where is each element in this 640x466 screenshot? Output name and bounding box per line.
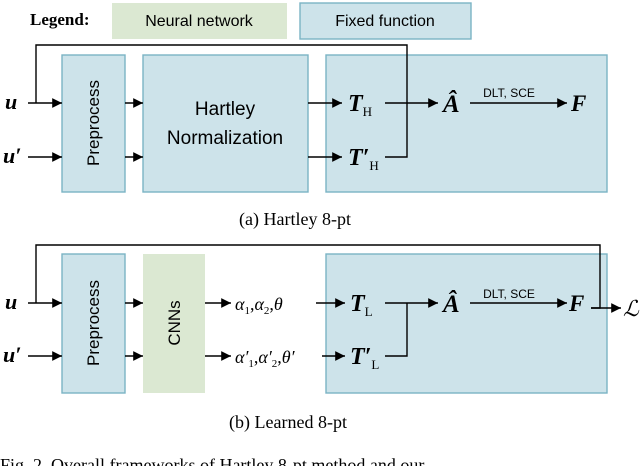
legend: Legend: Neural network Fixed function — [30, 2, 472, 40]
bottom-preprocess-label: Preprocess — [84, 280, 103, 366]
top-fixed-solver-box — [325, 54, 608, 193]
top-input-u: u — [5, 89, 17, 114]
bottom-f: F — [568, 291, 584, 316]
bottom-tlp-connector — [385, 303, 408, 357]
params-alpha-theta: α1,α2,θ — [235, 294, 283, 317]
top-a-hat: Â — [441, 90, 460, 118]
top-t-h: TH — [348, 91, 372, 119]
top-dlt-sce-label: DLT, SCE — [483, 86, 535, 100]
hartley-normalization-box — [142, 54, 309, 193]
top-t-h-prime: T′H — [348, 145, 379, 173]
bottom-input-u: u — [5, 289, 17, 314]
top-thp-connector — [385, 103, 408, 158]
hartley-label-line1: Hartley — [195, 99, 256, 120]
bottom-preprocess-box — [61, 253, 126, 394]
cnns-box — [143, 254, 205, 393]
learned-diagram: Preprocess CNNs u u′ α1,α2,θ α′1,α′2,θ′ … — [3, 244, 640, 433]
hartley-diagram: Preprocess Hartley Normalization u u′ TH… — [3, 44, 608, 230]
top-input-u-prime: u′ — [3, 143, 21, 168]
bottom-caption: (b) Learned 8-pt — [229, 412, 347, 433]
cnns-label: CNNs — [165, 300, 184, 345]
top-preprocess-label: Preprocess — [84, 80, 103, 166]
legend-neural-label: Neural network — [145, 13, 254, 30]
params-alpha-theta-prime: α′1,α′2,θ′ — [235, 347, 296, 370]
hartley-label-line2: Normalization — [167, 128, 283, 149]
top-skip-connection — [35, 44, 408, 104]
bottom-fixed-solver-box — [325, 253, 608, 394]
top-preprocess-box — [61, 54, 126, 193]
top-caption: (a) Hartley 8-pt — [239, 209, 351, 230]
bottom-t-l-prime: T′L — [350, 344, 379, 372]
legend-neural-swatch — [112, 3, 287, 39]
top-f: F — [570, 91, 586, 116]
figure-caption: Fig. 2. Overall frameworks of Hartley 8-… — [0, 455, 424, 466]
legend-fixed-swatch — [299, 2, 472, 40]
legend-fixed-label: Fixed function — [335, 13, 435, 30]
bottom-dlt-sce-label: DLT, SCE — [483, 287, 535, 301]
bottom-input-u-prime: u′ — [3, 342, 21, 367]
loss-symbol: ℒ — [623, 296, 640, 321]
bottom-a-hat: Â — [441, 290, 460, 318]
legend-title: Legend: — [30, 10, 90, 29]
bottom-t-l: TL — [350, 291, 373, 319]
